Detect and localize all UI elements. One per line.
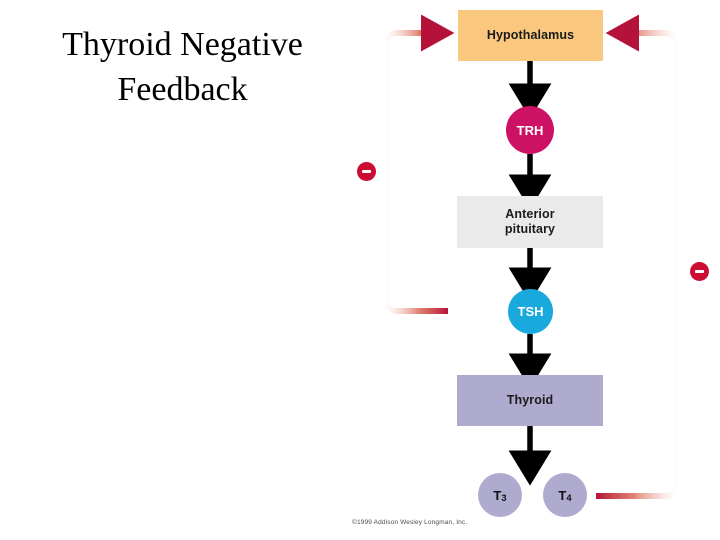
node-trh[interactable]: TRH <box>506 106 554 154</box>
node-anterior-pituitary[interactable]: Anterior pituitary <box>457 196 603 248</box>
negative-feedback-badge-left <box>357 162 376 181</box>
minus-icon <box>695 270 704 273</box>
page-title: Thyroid Negative Feedback <box>62 26 303 109</box>
node-hypothalamus[interactable]: Hypothalamus <box>458 10 603 61</box>
feedback-path-short-loop <box>382 14 455 314</box>
minus-icon <box>362 170 371 173</box>
copyright-notice: ©1999 Addison Wesley Longman, Inc. <box>352 519 468 526</box>
feedback-path-long-loop <box>596 14 680 499</box>
node-t3-label: T <box>493 487 502 503</box>
node-tsh[interactable]: TSH <box>508 289 553 334</box>
node-t3-subscript: 3 <box>501 492 507 503</box>
node-t4-subscript: 4 <box>566 492 572 503</box>
negative-feedback-badge-right <box>690 262 709 281</box>
node-t4-label: T <box>558 487 567 503</box>
node-thyroid[interactable]: Thyroid <box>457 375 603 426</box>
